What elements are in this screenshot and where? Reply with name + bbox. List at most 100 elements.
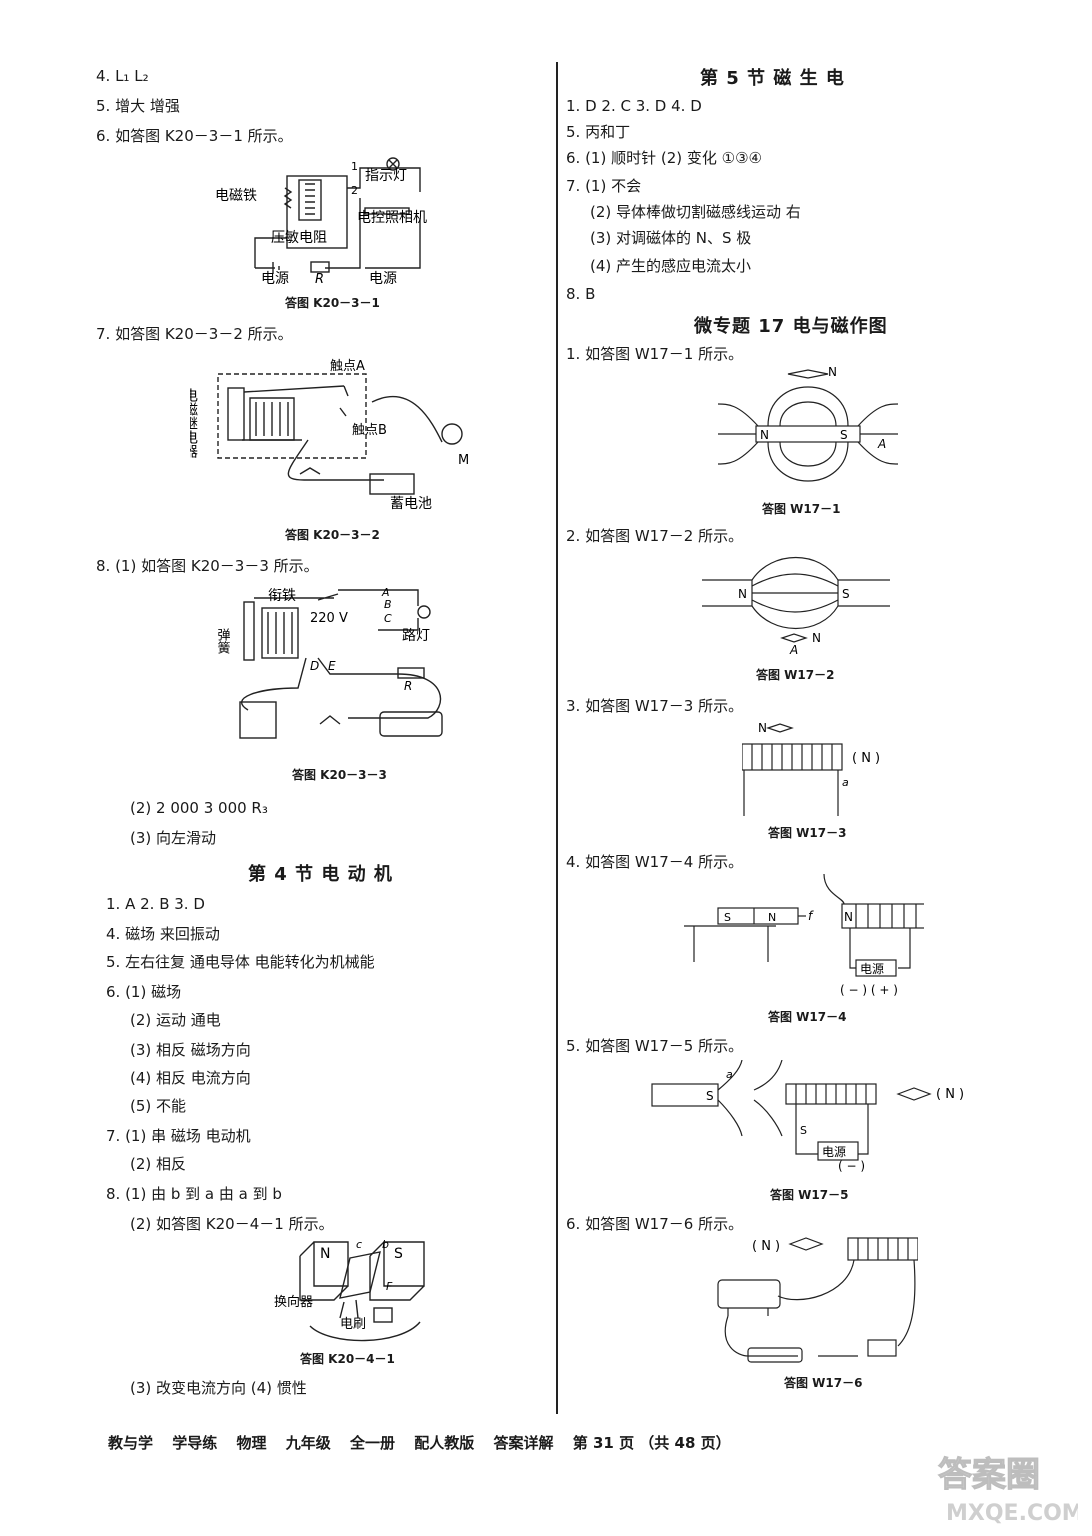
svg-text:指示灯: 指示灯 [365, 168, 407, 184]
section-heading: 第 5 节 磁 生 电 [700, 68, 845, 89]
answer-line: (2) 如答图 K20－4－1 所示。 [130, 1215, 334, 1233]
answer-line: 6. (1) 顺时针 (2) 变化 ①③④ [566, 149, 762, 167]
answer-line: 2. 如答图 W17－2 所示。 [566, 527, 744, 545]
figure-caption: 答图 W17－2 [756, 668, 835, 682]
answer-line: 4. L₁ L₂ [96, 67, 149, 85]
svg-text:1: 1 [351, 160, 358, 173]
figure-w17-3: N ( N ) a [742, 716, 902, 816]
footer-series: 学导练 [172, 1434, 218, 1452]
answer-line: 1. 如答图 W17－1 所示。 [566, 345, 744, 363]
footer-subject: 物理 [236, 1434, 267, 1452]
footer-brand: 教与学 [108, 1434, 154, 1452]
figure-caption: 答图 W17－1 [762, 502, 841, 516]
answer-line: (2) 运动 通电 [130, 1011, 221, 1029]
svg-text:N: N [828, 365, 837, 379]
footer-edition: 配人教版 [414, 1434, 475, 1452]
answer-line: 6. 如答图 K20－3－1 所示。 [96, 127, 293, 145]
svg-text:N: N [738, 587, 747, 601]
svg-text:( − ): ( − ) [838, 1159, 865, 1172]
section-heading: 微专题 17 电与磁作图 [694, 316, 888, 337]
svg-text:a: a [726, 1068, 733, 1081]
svg-text:电磁继电器: 电磁继电器 [190, 388, 198, 458]
answer-line: (3) 对调磁体的 N、S 极 [590, 229, 752, 247]
svg-text:触点B: 触点B [352, 423, 387, 438]
figure-k20-3-1: 电磁铁 压敏电阻 指示灯 电控照相机 电源 电源 R 1 2 [215, 148, 455, 288]
svg-text:A: A [381, 586, 390, 599]
svg-text:A: A [789, 643, 798, 656]
svg-text:S: S [724, 911, 731, 924]
answer-line: 7. 如答图 K20－3－2 所示。 [96, 325, 293, 343]
svg-text:衔铁: 衔铁 [268, 588, 296, 604]
answer-line: 7. (1) 不会 [566, 177, 642, 195]
column-divider [556, 62, 558, 1414]
footer-grade: 九年级 [285, 1434, 331, 1452]
answer-line: 4. 如答图 W17－4 所示。 [566, 853, 744, 871]
svg-text:F: F [386, 1280, 393, 1293]
svg-text:N: N [320, 1246, 330, 1262]
svg-text:S: S [842, 587, 850, 601]
svg-text:电磁铁: 电磁铁 [215, 188, 257, 204]
svg-text:( N ): ( N ) [852, 751, 880, 766]
figure-w17-4: S N N f 电源 ( − ) ( + ) [684, 874, 924, 998]
svg-text:N: N [760, 428, 769, 442]
svg-text:弹簧: 弹簧 [218, 628, 230, 654]
svg-text:( N ): ( N ) [936, 1087, 964, 1102]
answer-line: (4) 产生的感应电流太小 [590, 257, 752, 275]
answer-line: 6. (1) 磁场 [106, 983, 182, 1001]
svg-text:M: M [458, 453, 469, 468]
svg-text:N: N [812, 631, 821, 645]
svg-text:电控照相机: 电控照相机 [357, 210, 427, 226]
answer-line: 4. 磁场 来回振动 [106, 925, 220, 943]
answer-line: (5) 不能 [130, 1097, 187, 1115]
svg-text:电源: 电源 [261, 271, 289, 287]
svg-text:c: c [356, 1238, 362, 1251]
svg-text:蓄电池: 蓄电池 [390, 496, 432, 512]
footer-section: 答案详解 [493, 1434, 554, 1452]
figure-caption: 答图 K20－3－2 [285, 528, 380, 542]
svg-text:电刷: 电刷 [340, 1317, 366, 1332]
svg-text:答案圈: 答案圈 [938, 1455, 1040, 1495]
figure-k20-4-1: N S b c F 换向器 电刷 [270, 1236, 450, 1346]
svg-text:E: E [328, 659, 336, 673]
svg-text:电源: 电源 [860, 962, 884, 976]
page-footer: 教与学 学导练 物理 九年级 全一册 配人教版 答案详解 第 31 页 （共 4… [108, 1432, 908, 1453]
footer-page: 第 31 页 （共 48 页） [572, 1434, 731, 1452]
svg-text:2: 2 [351, 184, 358, 197]
figure-w17-6: ( N ) [708, 1236, 918, 1370]
answer-line: 7. (1) 串 磁场 电动机 [106, 1127, 251, 1145]
figure-w17-5: S a S 电源 ( N ) ( − ) [650, 1060, 980, 1172]
figure-caption: 答图 W17－3 [768, 826, 847, 840]
svg-text:压敏电阻: 压敏电阻 [271, 230, 327, 246]
answer-line: 1. D 2. C 3. D 4. D [566, 97, 702, 115]
svg-text:A: A [877, 437, 886, 451]
answer-line: (2) 2 000 3 000 R₃ [130, 799, 268, 817]
svg-text:f: f [808, 909, 814, 923]
answer-line: (3) 改变电流方向 (4) 惯性 [130, 1379, 307, 1397]
answer-line: 8. (1) 由 b 到 a 由 a 到 b [106, 1185, 282, 1203]
svg-text:N: N [844, 910, 853, 924]
answer-line: 5. 左右往复 通电导体 电能转化为机械能 [106, 953, 375, 971]
svg-text:路灯: 路灯 [402, 628, 430, 644]
answer-line: 8. (1) 如答图 K20－3－3 所示。 [96, 557, 319, 575]
footer-volume: 全一册 [350, 1434, 396, 1452]
figure-caption: 答图 K20－3－3 [292, 768, 387, 782]
svg-text:D: D [310, 659, 319, 673]
watermark-logo: 答案圈 MXQE.COM [932, 1444, 1084, 1528]
answer-line: 6. 如答图 W17－6 所示。 [566, 1215, 744, 1233]
svg-text:( − ) ( + ): ( − ) ( + ) [840, 983, 898, 997]
figure-caption: 答图 W17－6 [784, 1376, 863, 1390]
figure-caption: 答图 W17－4 [768, 1010, 847, 1024]
answer-line: (4) 相反 电流方向 [130, 1069, 251, 1087]
figure-caption: 答图 K20－3－1 [285, 296, 380, 310]
answer-line: 3. 如答图 W17－3 所示。 [566, 697, 744, 715]
svg-text:R: R [404, 679, 412, 693]
answer-line: 5. 如答图 W17－5 所示。 [566, 1037, 744, 1055]
svg-text:b: b [382, 1238, 389, 1251]
svg-text:C: C [384, 612, 392, 625]
figure-caption: 答图 K20－4－1 [300, 1352, 395, 1366]
svg-text:( N ): ( N ) [752, 1239, 780, 1254]
answer-line: (2) 导体棒做切割磁感线运动 右 [590, 203, 801, 221]
svg-text:S: S [840, 428, 848, 442]
svg-text:触点A: 触点A [330, 359, 365, 374]
